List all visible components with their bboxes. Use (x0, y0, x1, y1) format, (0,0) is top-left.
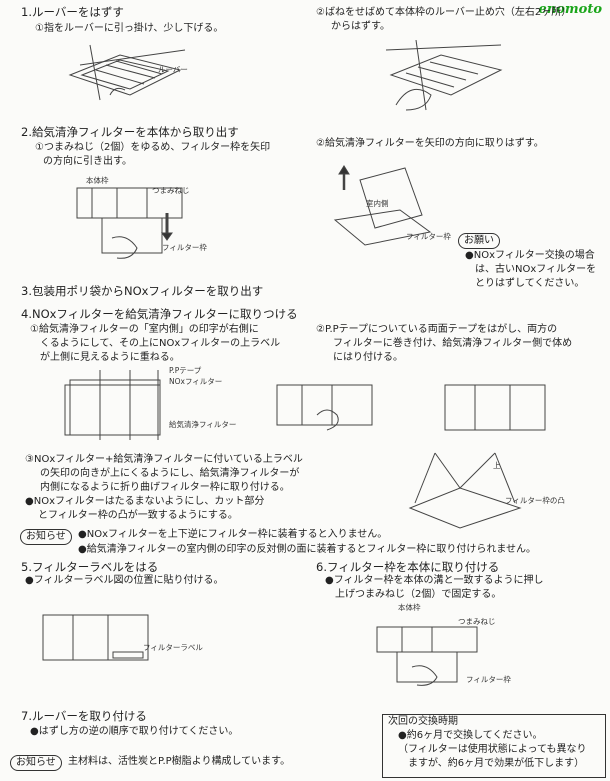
filter-fold-illustration (408, 452, 522, 529)
section-3-title: 3.包装用ポリ袋からNOxフィルターを取り出す (21, 284, 264, 298)
section-1-title: 1.ルーバーをはずす (21, 5, 124, 19)
section-4-step2c: にはり付ける。 (333, 352, 403, 363)
request-note-3: とりはずしてください。 (475, 278, 585, 289)
footer-notice-badge: お知らせ (10, 755, 62, 771)
request-note-1: ●NOxフィルター交換の場合 (465, 250, 595, 261)
section-7-step: ●はずし方の逆の順序で取り付けてください。 (30, 726, 239, 737)
notice-line-2: ●給気清浄フィルターの室内側の印字の反対側の面に装着するとフィルター枠に取り付け… (78, 544, 537, 555)
next-line-3: ますが、約6ヶ月で効果が低下します） (408, 758, 585, 769)
section-2-step1b: の方向に引き出す。 (43, 156, 132, 167)
notice-badge: お知らせ (20, 529, 72, 545)
label-body-frame-2: 本体枠 (398, 603, 421, 612)
section-4-step3c: 内側になるように折り曲げフィルター枠に取り付ける。 (40, 482, 290, 493)
label-frame-bump: フィルター枠の凸 (505, 496, 565, 505)
label-nox-filter: NOxフィルター (169, 377, 223, 386)
next-line-1: ●約6ヶ月で交換してください。 (398, 730, 543, 741)
label-knob-screw-2: つまみねじ (458, 617, 496, 626)
louver-remove-illustration (385, 40, 503, 111)
label-knob-screw: つまみねじ (152, 186, 190, 195)
next-replacement-panel (382, 714, 606, 778)
section-7-title: 7.ルーバーを取り付ける (21, 709, 147, 723)
filter-remove-illustration (333, 165, 432, 246)
label-pp-tape: P.Pテープ (169, 366, 202, 375)
footer-notice-text: 主材料は、活性炭とP.P樹脂より構成しています。 (68, 756, 291, 767)
section-6-title: 6.フィルター枠を本体に取り付ける (316, 560, 500, 574)
section-1-step1: ①指をルーバーに引っ掛け、少し下げる。 (35, 23, 224, 34)
section-4-step2a: ②P.Pテープについている両面テープをはがし、両方の (316, 324, 558, 335)
next-title: 次回の交換時期 (388, 716, 458, 727)
section-1-step2b: からはずす。 (331, 21, 390, 32)
watermark: enomoto (538, 2, 603, 17)
louver-illustration (68, 44, 186, 101)
label-air-filter: 給気清浄フィルター (169, 420, 237, 429)
section-4-step3a: ③NOxフィルター+給気清浄フィルターに付いている上ラベル (25, 454, 303, 465)
request-note-2: は、古いNOxフィルターを (475, 264, 597, 275)
section-2-step2: ②給気清浄フィルターを矢印の方向に取りはずす。 (316, 138, 544, 149)
section-5-title: 5.フィルターラベルをはる (21, 560, 159, 574)
label-louver: ルーバー (158, 65, 188, 74)
section-5-step: ●フィルターラベル図の位置に貼り付ける。 (25, 575, 224, 586)
section-4-step3b: の矢印の向きが上にくるようにし、給気清浄フィルターが (40, 468, 300, 479)
section-4-bullet1b: とフィルター枠の凸が一致するようにする。 (38, 510, 238, 521)
request-badge: お願い (458, 233, 500, 249)
section-6-step-a: ●フィルター枠を本体の溝と一致するように押し (325, 575, 544, 586)
section-6-step-b: 上げつまみねじ（2個）で固定する。 (335, 589, 502, 600)
frame-mount-illustration (376, 626, 478, 686)
filter-stack-illustration (64, 370, 161, 440)
tape-wrap-illustration (276, 384, 373, 431)
label-indoor-side: 室内側 (366, 199, 389, 208)
section-4-step1b: くるようにして、その上にNOxフィルターの上ラベル (40, 338, 281, 349)
filter-label-illustration (42, 614, 149, 661)
label-body-frame: 本体枠 (86, 176, 109, 185)
section-4-step1c: が上側に見えるように重ねる。 (40, 352, 180, 363)
label-filter-frame: フィルター枠 (162, 243, 207, 252)
filter-pull-illustration (76, 187, 183, 259)
label-up: 上 (493, 461, 501, 470)
next-line-2: （フィルターは使用状態によっても異なり (398, 744, 587, 755)
label-filter-label: フィルターラベル (143, 643, 203, 652)
label-filter-frame-3: フィルター枠 (466, 675, 511, 684)
label-filter-frame-2: フィルター枠 (406, 232, 451, 241)
section-4-bullet1: ●NOxフィルターはたるまないようにし、カット部分 (25, 496, 265, 507)
section-4-step1a: ①給気清浄フィルターの「室内側」の印字が右側に (30, 324, 259, 335)
section-1-step2a: ②ばねをせばめて本体枠のルーバー止め穴（左右2ヶ所） (316, 7, 572, 18)
section-2-title: 2.給気清浄フィルターを本体から取り出す (21, 125, 239, 139)
section-2-step1a: ①つまみねじ（2個）をゆるめ、フィルター枠を矢印 (35, 142, 271, 153)
tape-done-illustration (444, 384, 546, 431)
section-4-step2b: フィルターに巻き付け、給気清浄フィルター側で体め (333, 338, 573, 349)
notice-line-1: ●NOxフィルターを上下逆にフィルター枠に装着すると入りません。 (78, 529, 388, 540)
section-4-title: 4.NOxフィルターを給気清浄フィルターに取りつける (21, 307, 298, 321)
